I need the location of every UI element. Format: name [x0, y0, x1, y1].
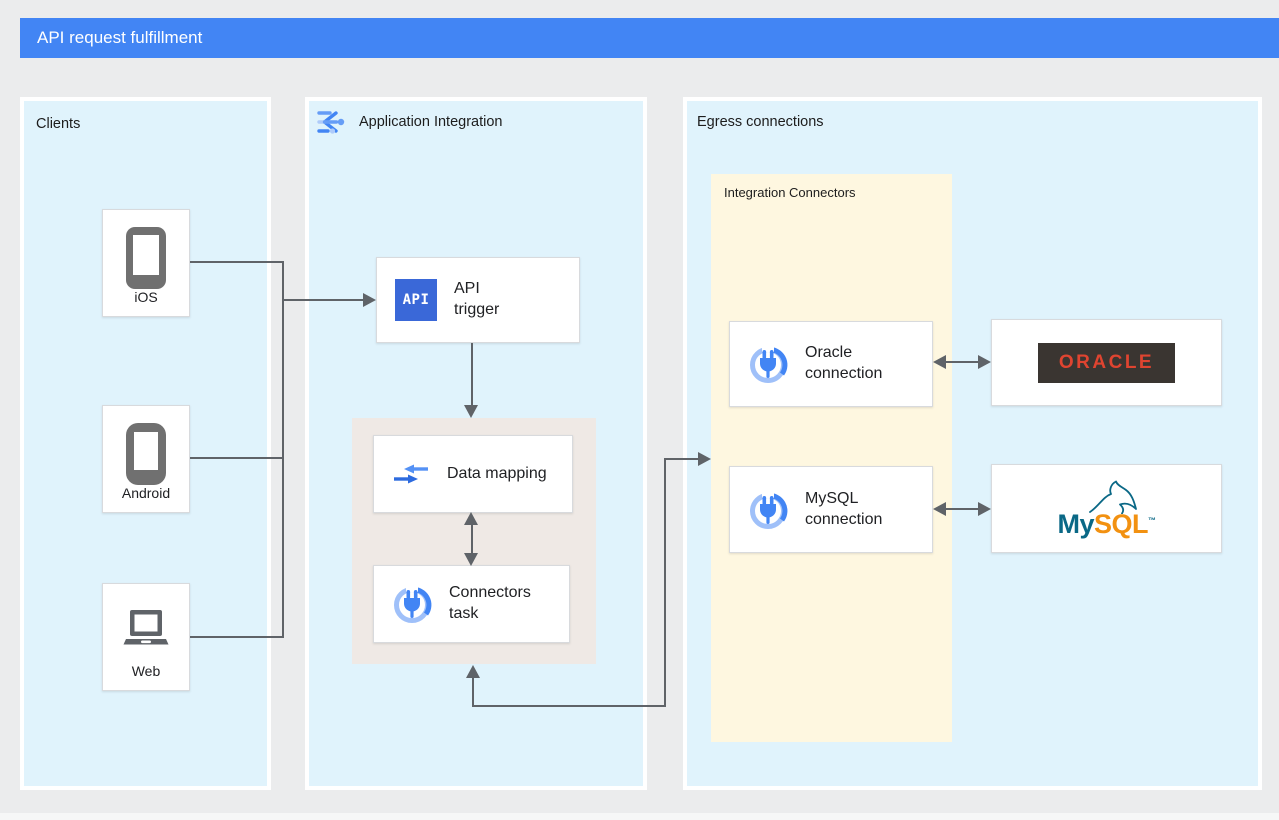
arrowhead-to-oracle-connection — [933, 355, 946, 369]
oracle-connection-label: Oracle connection — [805, 344, 883, 382]
connectors-task-label: Connectors task — [449, 584, 531, 622]
diagram-title-banner: API request fulfillment — [20, 18, 1279, 58]
arrowhead-into-subflow — [464, 405, 478, 418]
smartphone-icon — [126, 423, 166, 485]
arrowhead-to-mysql-connection — [933, 502, 946, 516]
client-label: Android — [121, 485, 171, 501]
plug-icon — [750, 489, 788, 529]
bottom-strip — [0, 813, 1279, 820]
clients-to-trigger-line — [282, 299, 363, 301]
arrowhead-down-to-connectors-task — [464, 553, 478, 566]
client-node-ios: iOS — [102, 209, 190, 317]
oracle-system-node: ORACLE — [991, 319, 1222, 406]
clients-junction-line — [282, 261, 284, 638]
client-label: Web — [131, 663, 161, 679]
arrowhead-up-to-connectors-task — [466, 665, 480, 678]
integration-connectors-group: Integration Connectors Oracle connection — [711, 174, 952, 742]
mapping-task-link-line — [471, 524, 473, 555]
egress-elbow-segment-1 — [472, 677, 474, 707]
arrowhead-up-to-data-mapping — [464, 512, 478, 525]
oracle-link-line — [946, 361, 979, 363]
mysql-system-node: MySQL™ — [991, 464, 1222, 553]
arrowhead-into-api-trigger — [363, 293, 376, 307]
egress-panel-title: Egress connections — [697, 114, 824, 130]
web-connector-line — [190, 636, 284, 638]
application-integration-header: Application Integration — [316, 108, 503, 136]
mysql-connection-label: MySQL connection — [805, 489, 883, 528]
converging-arrows-icon — [394, 464, 428, 484]
egress-connections-panel: Egress connections Integration Connector… — [683, 97, 1262, 790]
clients-panel: Clients iOS Android Web — [20, 97, 271, 790]
client-label: iOS — [134, 289, 158, 305]
smartphone-icon — [126, 227, 166, 289]
android-connector-line — [190, 457, 284, 459]
mysql-link-line — [946, 508, 979, 510]
plug-icon — [750, 344, 788, 383]
trigger-to-subflow-line — [471, 343, 473, 406]
ios-connector-line — [190, 261, 284, 263]
arrowhead-into-integration-connectors — [698, 452, 711, 466]
egress-elbow-segment-3 — [664, 459, 666, 707]
integration-flow-icon — [317, 111, 345, 134]
plug-icon — [394, 584, 432, 623]
diagram-title: API request fulfillment — [37, 28, 203, 47]
subflow-container: Data mapping Connectors task — [352, 418, 596, 664]
client-node-android: Android — [102, 405, 190, 513]
connectors-task-node: Connectors task — [373, 565, 570, 643]
arrowhead-to-mysql-system — [978, 502, 991, 516]
laptop-icon — [123, 610, 169, 645]
data-mapping-node: Data mapping — [373, 435, 573, 513]
oracle-connection-node: Oracle connection — [729, 321, 933, 407]
mysql-dolphin-icon — [1088, 480, 1137, 514]
egress-elbow-segment-2 — [472, 705, 666, 707]
mysql-connection-node: MySQL connection — [729, 466, 933, 553]
api-trigger-label: API trigger — [454, 280, 500, 318]
integration-connectors-title: Integration Connectors — [724, 185, 856, 200]
mysql-wordmark: MySQL™ — [1057, 508, 1156, 539]
oracle-logo: ORACLE — [1038, 342, 1175, 383]
egress-elbow-segment-4 — [664, 458, 698, 460]
client-node-web: Web — [102, 583, 190, 691]
application-integration-panel: Application Integration API API trigger … — [305, 97, 647, 790]
mysql-logo: MySQL™ — [1057, 480, 1156, 539]
arrowhead-to-oracle-system — [978, 355, 991, 369]
application-integration-title: Application Integration — [359, 114, 503, 130]
clients-panel-title: Clients — [36, 116, 81, 132]
api-trigger-node: API API trigger — [376, 257, 580, 343]
api-badge-icon: API — [395, 279, 437, 321]
data-mapping-label: Data mapping — [447, 464, 547, 482]
